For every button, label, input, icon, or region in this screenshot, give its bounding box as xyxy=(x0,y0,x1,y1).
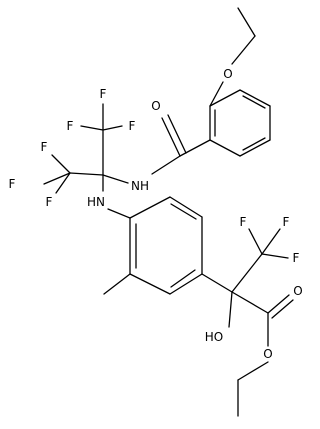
bond-methyl xyxy=(103,273,131,295)
atom-fluorine-right-2: F xyxy=(283,215,290,229)
bond-ring2-b xyxy=(169,196,203,218)
bond-center-cf3-left xyxy=(69,172,104,176)
bond-cf3-right-f3 xyxy=(261,253,289,259)
atom-labels: O O NH HN F F F F F F F F F HO O O xyxy=(9,67,303,361)
bond-ring2-inner-2 xyxy=(170,269,196,288)
atom-fluorine-right-1: F xyxy=(240,215,247,229)
bond-cf3-right-f2 xyxy=(261,228,281,255)
atom-fluorine-top-3: F xyxy=(129,119,136,133)
bond-quat-ester xyxy=(231,291,269,314)
bond-ring1-a xyxy=(209,89,241,107)
bond-ring2-e xyxy=(129,273,171,295)
bond-ring1-b xyxy=(239,89,271,107)
bond-ring1-inner-2 xyxy=(242,137,266,151)
bond-n-center xyxy=(102,174,129,184)
bond-ethyl-co xyxy=(231,35,256,65)
bond-cf3-right-f1 xyxy=(248,228,263,255)
atom-amine-hn: HN xyxy=(87,195,105,209)
atom-fluorine-left-1: F xyxy=(41,140,48,154)
atom-fluorine-top-2: F xyxy=(67,119,74,133)
atom-fluorine-right-3: F xyxy=(293,251,300,265)
bond-ester-double-1 xyxy=(267,294,290,314)
bond-ring-quat xyxy=(201,273,233,293)
bond-ring1-inner-1 xyxy=(242,95,266,109)
bond-quat-oh xyxy=(228,291,233,328)
atom-ether-oxygen: O xyxy=(223,67,232,81)
atom-amide-nh: NH xyxy=(131,179,149,193)
atom-fluorine-top-1: F xyxy=(100,87,107,101)
bond-nh-aryl xyxy=(107,208,131,219)
bond-cf3-left-f3 xyxy=(55,172,71,194)
bond-ring-carbonyl xyxy=(179,139,211,157)
bond-ring1-e xyxy=(209,139,241,157)
bond-carbonyl-n xyxy=(151,155,181,175)
bond-o-ring xyxy=(209,81,224,107)
bond-co-double-1 xyxy=(161,117,181,157)
bond-cf3-top-f2 xyxy=(80,125,104,131)
bond-ring2-d xyxy=(169,273,203,295)
bond-ester-double-2 xyxy=(271,299,294,319)
bond-co-double-2 xyxy=(167,114,187,154)
bond-ring1-d xyxy=(239,139,271,157)
atom-amide-oxygen: O xyxy=(151,99,160,113)
bond-cf3-left-f2 xyxy=(43,172,71,185)
atom-ester-carbonyl-oxygen: O xyxy=(293,284,302,298)
bond-ring2-inner-1 xyxy=(170,203,197,220)
atom-fluorine-left-2: F xyxy=(9,177,16,191)
bond-lines xyxy=(43,7,294,417)
bond-quat-cf3 xyxy=(231,253,263,293)
bond-cf3-left-f1 xyxy=(51,154,71,174)
atom-hydroxyl: HO xyxy=(205,330,223,344)
atom-ester-oxygen: O xyxy=(263,347,272,361)
bond-ethyl-cc xyxy=(237,7,256,37)
bond-ester-ethyl-1 xyxy=(237,361,269,381)
bond-ring2-a xyxy=(129,196,171,219)
atom-fluorine-left-3: F xyxy=(46,195,53,209)
bond-cf3-top-f3 xyxy=(102,125,123,131)
